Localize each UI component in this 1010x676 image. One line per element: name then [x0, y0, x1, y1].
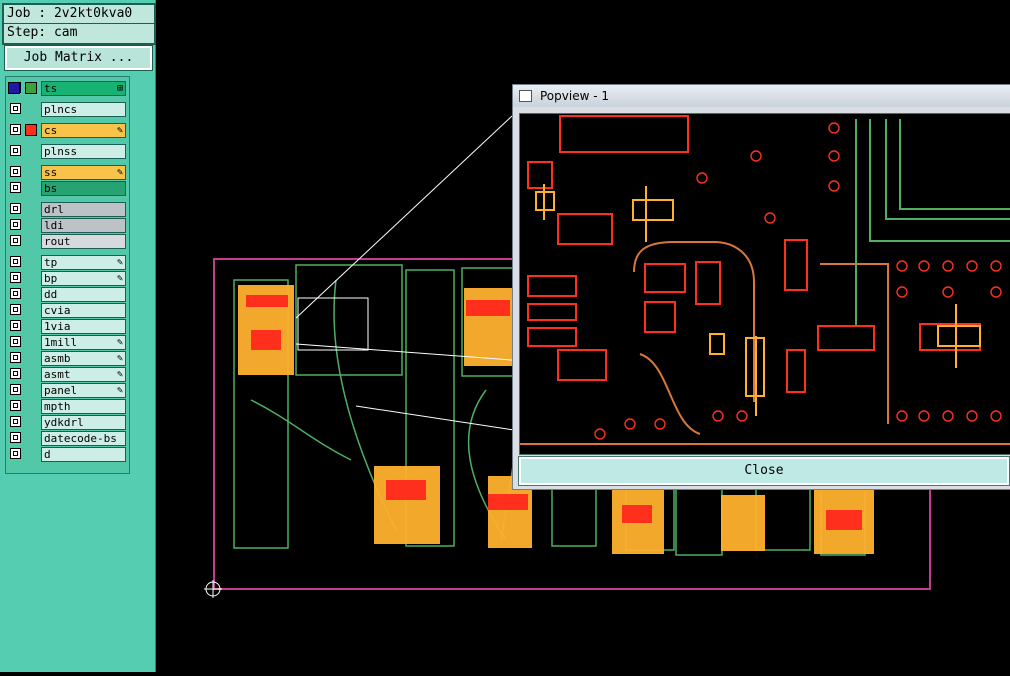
layer-edit-icon[interactable]: ⊞	[116, 83, 123, 94]
layer-visibility-checkbox[interactable]	[10, 288, 21, 299]
layer-visibility-checkbox[interactable]	[10, 384, 21, 395]
layer-visibility-checkbox[interactable]	[10, 235, 21, 246]
layer-name[interactable]: 1via	[41, 319, 126, 334]
layer-edit-icon[interactable]: ✎	[116, 273, 123, 284]
job-matrix-button[interactable]: Job Matrix ...	[4, 45, 153, 71]
layer-name[interactable]: cvia	[41, 303, 126, 318]
layer-visibility-checkbox[interactable]	[10, 103, 21, 114]
layer-name[interactable]: ldi	[41, 218, 126, 233]
layer-edit-icon[interactable]: ✎	[116, 125, 123, 136]
layer-visibility-checkbox[interactable]	[10, 400, 21, 411]
layer-name[interactable]: d	[41, 447, 126, 462]
job-name-label: Job : 2v2kt0kva0	[7, 6, 133, 21]
popview-window: Popview - 1	[512, 84, 1010, 490]
layer-visibility-checkbox[interactable]	[10, 124, 21, 135]
layer-edit-icon[interactable]: ✎	[116, 257, 123, 268]
layer-visibility-checkbox[interactable]	[10, 203, 21, 214]
layer-edit-icon[interactable]: ✎	[116, 337, 123, 348]
popview-title: Popview - 1	[540, 89, 609, 103]
layer-name[interactable]: cs✎	[41, 123, 126, 138]
popview-titlebar[interactable]: Popview - 1	[513, 85, 1010, 107]
layer-name[interactable]: mpth	[41, 399, 126, 414]
layer-name[interactable]: ydkdrl	[41, 415, 126, 430]
close-button[interactable]: Close	[518, 456, 1010, 486]
layer-visibility-checkbox[interactable]	[10, 448, 21, 459]
layer-visibility-checkbox[interactable]	[10, 219, 21, 230]
layer-visibility-checkbox[interactable]	[10, 320, 21, 331]
layer-name[interactable]: tp✎	[41, 255, 126, 270]
layer-name[interactable]: bp✎	[41, 271, 126, 286]
popview-canvas[interactable]	[519, 113, 1010, 455]
layer-visibility-checkbox[interactable]	[10, 145, 21, 156]
window-app-icon	[519, 90, 532, 102]
layer-color-swatch	[25, 82, 37, 94]
layer-name[interactable]: drl	[41, 202, 126, 217]
job-info-box: Job : 2v2kt0kva0 Step: cam	[2, 3, 156, 45]
layer-name[interactable]: ts⊞	[41, 81, 126, 96]
layer-edit-icon[interactable]: ✎	[116, 385, 123, 396]
layer-name[interactable]: asmb✎	[41, 351, 126, 366]
layer-visibility-checkbox[interactable]	[10, 182, 21, 193]
layer-visibility-checkbox[interactable]	[10, 416, 21, 427]
step-name-label: Step: cam	[4, 23, 154, 42]
layer-edit-icon[interactable]: ✎	[116, 167, 123, 178]
layer-sidebar: Job : 2v2kt0kva0 Step: cam Job Matrix ..…	[0, 0, 156, 672]
layer-name[interactable]: asmt✎	[41, 367, 126, 382]
layer-visibility-checkbox[interactable]	[10, 368, 21, 379]
layer-name[interactable]: datecode-bs	[41, 431, 126, 446]
layer-visibility-checkbox[interactable]	[10, 304, 21, 315]
layer-visibility-checkbox[interactable]	[10, 432, 21, 443]
layer-name[interactable]: panel✎	[41, 383, 126, 398]
layer-name[interactable]: bs	[41, 181, 126, 196]
layer-visibility-checkbox[interactable]	[10, 166, 21, 177]
layer-edit-icon[interactable]: ✎	[116, 369, 123, 380]
layer-edit-icon[interactable]: ✎	[116, 353, 123, 364]
layer-visibility-checkbox[interactable]	[10, 256, 21, 267]
layer-name[interactable]: plncs	[41, 102, 126, 117]
layer-name[interactable]: rout	[41, 234, 126, 249]
zoomed-pcb-view	[520, 115, 1010, 445]
layer-visibility-checkbox[interactable]	[10, 336, 21, 347]
layer-name[interactable]: ss✎	[41, 165, 126, 180]
layer-name[interactable]: dd	[41, 287, 126, 302]
layer-color-swatch	[8, 82, 20, 94]
layer-name[interactable]: 1mill✎	[41, 335, 126, 350]
layer-visibility-checkbox[interactable]	[10, 272, 21, 283]
layer-color-swatch	[25, 124, 37, 136]
layer-name[interactable]: plnss	[41, 144, 126, 159]
pcb-panel-view	[204, 115, 931, 598]
layer-visibility-checkbox[interactable]	[10, 352, 21, 363]
